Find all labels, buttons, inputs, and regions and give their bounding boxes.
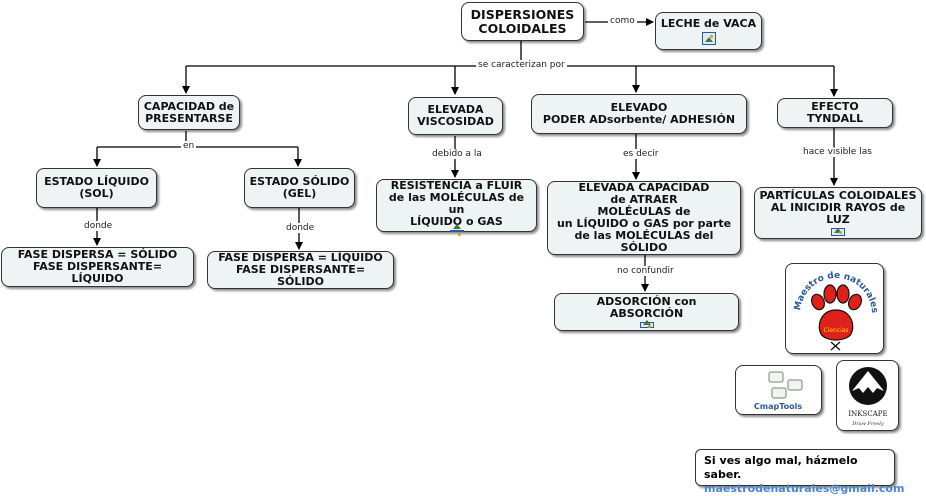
cmaptools-icon: CmapTools (754, 371, 803, 411)
paw-icon: Maestro de naturales Ciencias (793, 271, 879, 351)
node-fase-sol[interactable]: FASE DISPERSA = SÓLIDO FASE DISPERSANTE=… (1, 247, 194, 287)
node-label: ELEVADA VISCOSIDAD (417, 103, 494, 128)
inkscape-tagline: Draw Freely (851, 421, 884, 427)
link-label-caracterizan: se caracterizan por (476, 60, 567, 70)
contact-message: Si ves algo mal, házmelo saber. (704, 454, 858, 481)
node-label: EFECTO TYNDALL (806, 100, 864, 125)
node-label: ESTADO LÍQUIDO (SOL) (44, 175, 149, 200)
node-leche-de-vaca[interactable]: LECHE de VACA (655, 12, 762, 50)
node-label: LECHE de VACA (660, 16, 757, 30)
node-label: ELEVADO PODER ADsorbente/ ADHESIÓN (542, 101, 736, 126)
node-elevado-poder-adsorbente[interactable]: ELEVADO PODER ADsorbente/ ADHESIÓN (531, 94, 747, 134)
link-label-donde-gel: donde (284, 223, 317, 233)
node-label: ADSORCIÓN con ABSORCIÓN (596, 295, 697, 320)
logo-center-text: Ciencias (823, 327, 848, 334)
link-label-debido: debido a la (430, 149, 484, 159)
node-resistencia-fluir[interactable]: RESISTENCIA a FLUIR de las MOLÉCULAS de … (376, 178, 537, 236)
contact-email-link[interactable]: maestrodenaturales@gmail.com (704, 482, 905, 495)
link-label-es-decir: es decir (621, 149, 661, 159)
node-label: DISPERSIONES COLOIDALES (470, 6, 575, 36)
node-elevada-viscosidad[interactable]: ELEVADA VISCOSIDAD (408, 97, 503, 135)
node-label: FASE DISPERSA = LÍQUIDO FASE DISPERSANTE… (218, 251, 383, 288)
link-label-hace-visible: hace visible las (801, 147, 874, 157)
node-elevada-capacidad-atraer[interactable]: ELEVADA CAPACIDAD de ATRAER MOLÉcULAS de… (547, 181, 741, 255)
node-estado-liquido[interactable]: ESTADO LÍQUIDO (SOL) (36, 168, 157, 208)
contact-box: Si ves algo mal, házmelo saber. maestrod… (695, 449, 904, 495)
node-adsorcion-absorcion[interactable]: ADSORCIÓN con ABSORCIÓN (554, 293, 739, 331)
node-label: ESTADO SÓLIDO (GEL) (249, 175, 350, 200)
link-label-donde-sol: donde (82, 221, 115, 231)
image-icon[interactable] (701, 31, 716, 45)
node-label: PARTÍCULAS COLOIDALES AL INICIDIR RAYOS … (759, 189, 917, 226)
node-label: FASE DISPERSA = SÓLIDO FASE DISPERSANTE=… (17, 248, 178, 285)
link-label-no-confundir: no confundir (615, 266, 676, 276)
node-fase-gel[interactable]: FASE DISPERSA = LÍQUIDO FASE DISPERSANTE… (207, 251, 394, 289)
node-efecto-tyndall[interactable]: EFECTO TYNDALL (777, 98, 893, 128)
inkscape-icon: INKSCAPE Draw Freely (848, 367, 888, 427)
image-icon[interactable] (449, 223, 464, 236)
node-label: CAPACIDAD de PRESENTARSE (143, 99, 235, 125)
cmaptools-text: CmapTools (754, 402, 802, 411)
image-icon[interactable] (831, 228, 845, 236)
node-particulas-coloidales[interactable]: PARTÍCULAS COLOIDALES AL INICIDIR RAYOS … (754, 187, 922, 239)
image-icon[interactable] (639, 320, 654, 328)
inkscape-logo[interactable]: INKSCAPE Draw Freely (836, 360, 899, 431)
node-label: ELEVADA CAPACIDAD de ATRAER MOLÉcULAS de… (556, 181, 732, 254)
link-label-en: en (181, 141, 197, 151)
cmaptools-logo[interactable]: CmapTools (735, 365, 822, 415)
node-estado-solido[interactable]: ESTADO SÓLIDO (GEL) (244, 168, 355, 208)
node-label: RESISTENCIA a FLUIR de las MOLÉCULAS de … (388, 178, 525, 228)
inkscape-text: INKSCAPE (848, 410, 887, 418)
maestro-de-naturales-logo[interactable]: Maestro de naturales Ciencias (785, 263, 884, 354)
link-label-como: como (608, 16, 637, 26)
node-dispersiones-coloidales[interactable]: DISPERSIONES COLOIDALES (461, 2, 584, 41)
node-capacidad-presentarse[interactable]: CAPACIDAD de PRESENTARSE (138, 95, 240, 130)
